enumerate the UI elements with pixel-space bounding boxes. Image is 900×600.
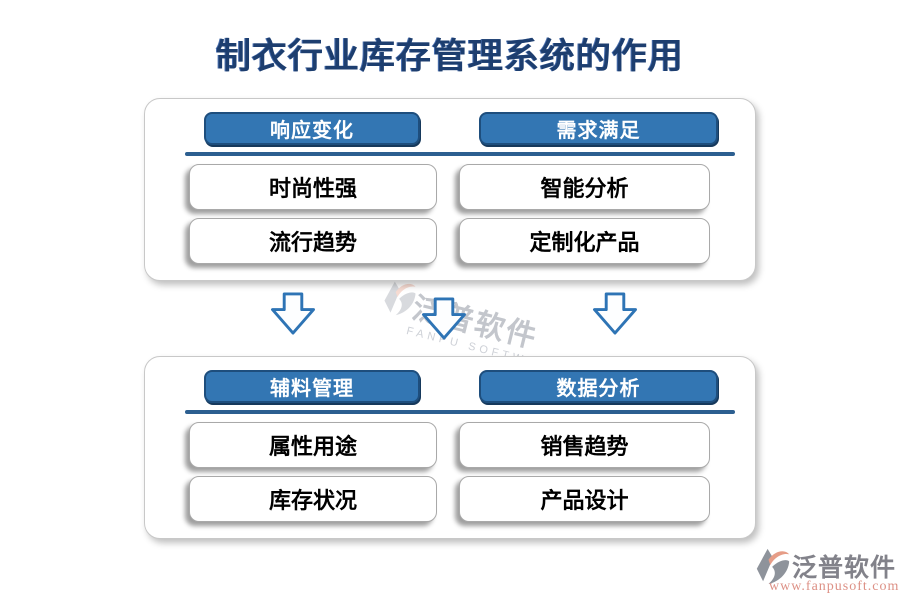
item-inventory-status: 库存状况 [189, 476, 437, 522]
item-fashion-trend: 流行趋势 [189, 218, 437, 264]
footer-url-text: www.fanpusoft.com [769, 579, 900, 594]
header-data-analysis: 数据分析 [479, 370, 718, 403]
item-intelligent-analysis: 智能分析 [459, 164, 710, 210]
down-arrow-icon [271, 292, 315, 335]
footer-brand-text: 泛普软件 [792, 555, 897, 582]
down-arrow-icon [593, 292, 637, 335]
panel-top: 响应变化 需求满足 时尚性强 智能分析 流行趋势 定制化产品 [144, 98, 756, 281]
header-respond-to-change: 响应变化 [204, 112, 420, 145]
item-customized-product: 定制化产品 [459, 218, 710, 264]
fanpu-logo-watermark-icon [384, 281, 416, 316]
panel-bottom: 辅料管理 数据分析 属性用途 销售趋势 库存状况 产品设计 [144, 356, 756, 539]
item-sales-trend: 销售趋势 [459, 422, 710, 468]
header-demand-satisfaction: 需求满足 [479, 112, 718, 145]
panel-divider-line [185, 152, 735, 156]
page-title: 制衣行业库存管理系统的作用 [215, 37, 684, 76]
item-fashion-strong: 时尚性强 [189, 164, 437, 210]
down-arrow-icon [422, 297, 466, 340]
panel-divider-line [185, 410, 735, 414]
item-product-design: 产品设计 [459, 476, 710, 522]
header-accessory-management: 辅料管理 [204, 370, 420, 403]
item-attribute-usage: 属性用途 [189, 422, 437, 468]
fanpu-logo-icon [756, 548, 790, 584]
